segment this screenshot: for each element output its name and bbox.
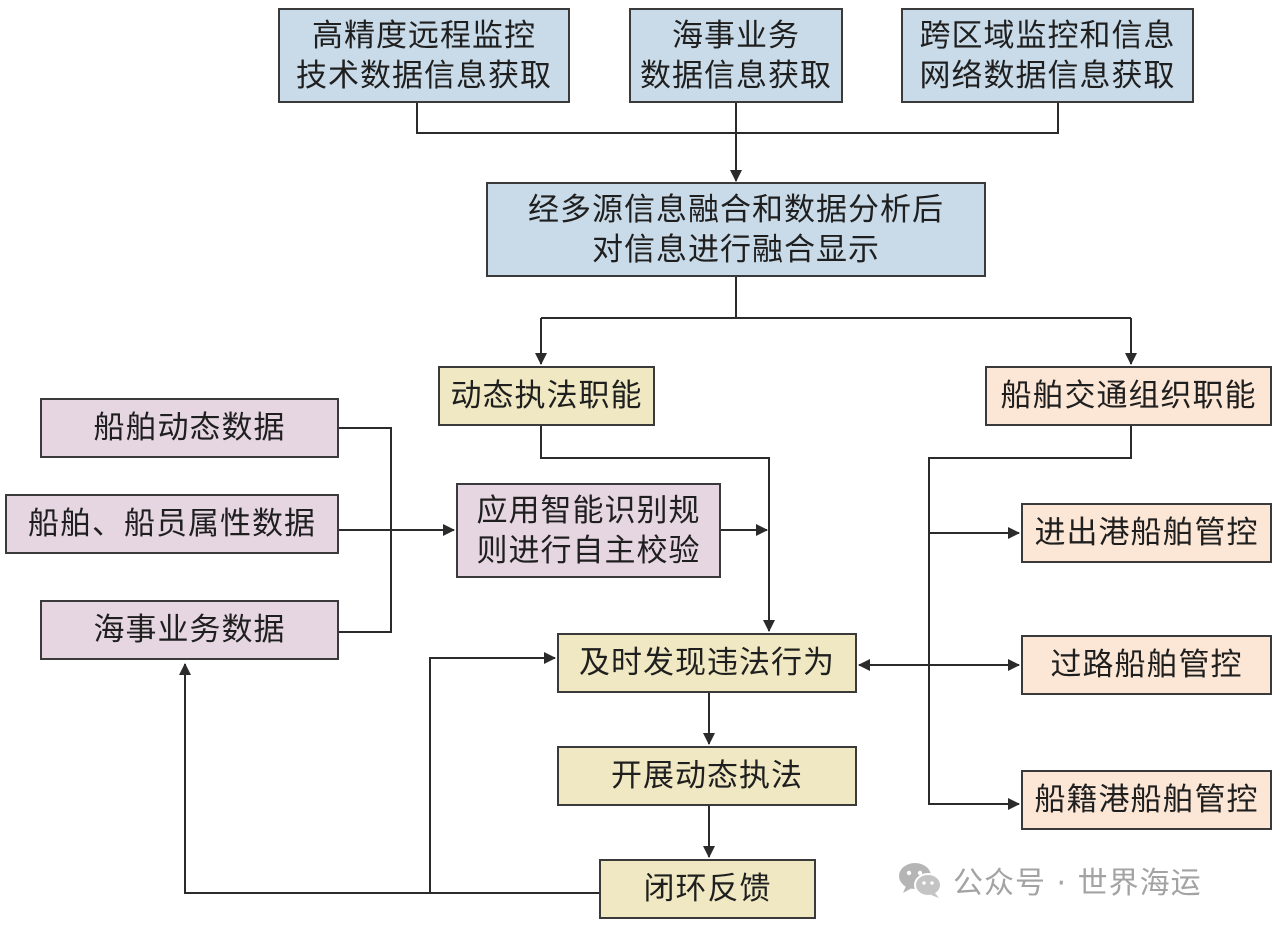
rule-check-line-1: 应用智能识别规 (476, 492, 701, 529)
rule-check-line-2: 则进行自主校验 (476, 532, 701, 569)
feedback-to-discover-line (429, 652, 556, 893)
maritime-business-data-box: 海事业务数据 (40, 600, 339, 660)
discover-violation-box: 及时发现违法行为 (557, 633, 857, 693)
closed-loop-feedback-box: 闭环反馈 (599, 859, 816, 919)
transit-ship-control-box: 过路船舶管控 (1021, 635, 1272, 695)
remote-monitoring-source-box: 高精度远程监控 技术数据信息获取 (278, 8, 570, 103)
watermark: 公众号 · 世界海运 (897, 858, 1202, 902)
fusion-display-box: 经多源信息融合和数据分析后 对信息进行融合显示 (486, 182, 986, 277)
cross-region-line-1: 跨区域监控和信息 (919, 17, 1176, 54)
maritime-business-line-2: 数据信息获取 (640, 57, 832, 94)
maritime-business-source-box: 海事业务 数据信息获取 (629, 8, 843, 103)
fusion-line-1: 经多源信息融合和数据分析后 (528, 191, 944, 228)
inout-port-control-box: 进出港船舶管控 (1021, 503, 1272, 563)
dynamic-enforcement-box: 动态执法职能 (438, 366, 655, 426)
enforcement-to-discover-line (540, 426, 775, 632)
cross-region-source-box: 跨区域监控和信息 网络数据信息获取 (901, 8, 1194, 103)
wechat-icon (899, 863, 942, 898)
registry-port-control-box: 船籍港船舶管控 (1021, 770, 1272, 830)
fusion-line-2: 对信息进行融合显示 (592, 231, 880, 268)
source-merge-line (416, 103, 1059, 134)
ship-dynamic-data-box: 船舶动态数据 (40, 398, 339, 458)
feedback-to-data-line (179, 663, 599, 894)
ship-crew-attributes-box: 船舶、船员属性数据 (5, 494, 339, 554)
traffic-organization-box: 船舶交通组织职能 (985, 366, 1272, 426)
remote-monitoring-line-1: 高精度远程监控 (312, 17, 536, 54)
maritime-business-line-1: 海事业务 (672, 17, 800, 54)
traffic-trunk-line (928, 426, 1132, 810)
remote-monitoring-line-2: 技术数据信息获取 (296, 57, 552, 94)
cross-region-line-2: 网络数据信息获取 (919, 57, 1176, 94)
watermark-text: 公众号 · 世界海运 (953, 866, 1202, 901)
intelligent-rule-check-box: 应用智能识别规 则进行自主校验 (456, 483, 721, 578)
carry-out-enforcement-box: 开展动态执法 (557, 746, 857, 806)
